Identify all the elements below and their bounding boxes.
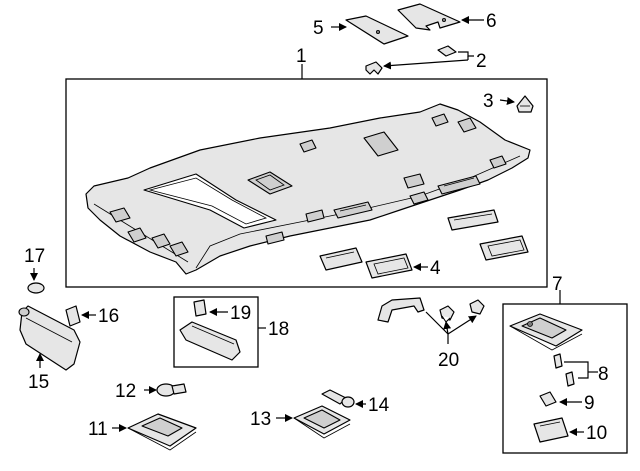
- part-16-clip: [65, 305, 81, 327]
- callout-16: 16: [98, 306, 119, 327]
- part-15-sun-visor: [18, 305, 81, 371]
- headliner-panel: [85, 103, 531, 275]
- callout-3: 3: [483, 91, 494, 112]
- callout-10: 10: [586, 423, 607, 444]
- leader-20b: [443, 321, 452, 335]
- part-7-map-lamp: [509, 313, 583, 351]
- callout-7: 7: [552, 274, 563, 295]
- part-19-clip: [193, 299, 207, 317]
- callout-18: 18: [268, 319, 289, 340]
- part-12-bulb: [156, 383, 187, 397]
- callout-4: 4: [430, 258, 441, 279]
- part-2-clips: [365, 45, 457, 75]
- part-17-visor-clip: [27, 282, 45, 294]
- part-4-assist-grip-covers: [319, 209, 529, 279]
- part-10-lens: [533, 417, 569, 443]
- part-9-clip: [539, 391, 557, 407]
- part-8-bulbs: [553, 353, 575, 387]
- callout-14: 14: [368, 395, 390, 416]
- box-18: [173, 296, 259, 368]
- callout-13: 13: [250, 409, 271, 430]
- callout-6: 6: [486, 11, 497, 32]
- callout-19: 19: [230, 303, 251, 324]
- leader-2: [458, 51, 474, 57]
- part-6-pad: [397, 3, 461, 31]
- callout-20: 20: [438, 350, 459, 371]
- part-18-cover: [179, 321, 241, 361]
- callout-9: 9: [584, 393, 595, 414]
- part-5-pad: [345, 15, 409, 45]
- leader-8: [564, 361, 589, 379]
- part-13-lamp: [293, 405, 351, 439]
- box-7: [502, 303, 628, 454]
- part-11-lamp: [127, 413, 197, 451]
- part-3-clip: [516, 95, 534, 113]
- callout-17: 17: [24, 246, 45, 267]
- headliner-frame: [65, 78, 548, 288]
- leader-3: [499, 97, 515, 105]
- callout-1: 1: [296, 46, 307, 67]
- callout-5: 5: [313, 18, 324, 39]
- callout-2: 2: [476, 51, 487, 72]
- leader-20c: [447, 315, 477, 335]
- callout-11: 11: [88, 419, 108, 440]
- callout-8: 8: [598, 364, 609, 385]
- leader-2b: [383, 59, 469, 70]
- part-14-bulb: [321, 389, 355, 408]
- callout-12: 12: [115, 381, 136, 402]
- part-20-assist-grip: [377, 297, 485, 323]
- callout-15: 15: [28, 372, 49, 393]
